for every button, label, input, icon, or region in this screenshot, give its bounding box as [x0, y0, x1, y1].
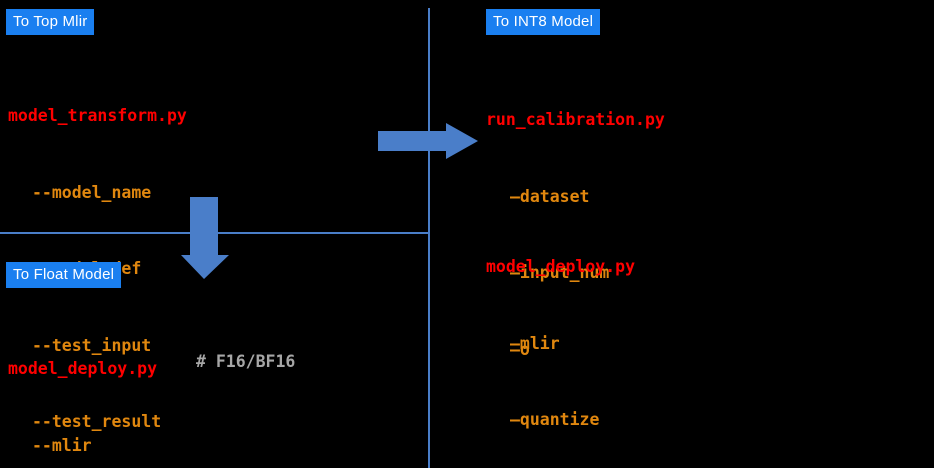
script-name: run_calibration.py	[486, 110, 665, 129]
cli-flag-text: —dataset	[510, 186, 590, 206]
cli-flag: —dataset	[486, 184, 665, 210]
cli-flag: --mlir	[8, 433, 191, 459]
vertical-divider	[428, 8, 430, 468]
script-name: model_deploy.py	[486, 257, 636, 276]
code-block-model-deploy-int8: model_deploy.py —mlir —quantize # —asymm…	[486, 203, 689, 468]
cli-flag: —input_num	[486, 260, 665, 286]
cli-flag-text: --test_input	[32, 335, 152, 355]
cli-flag-text: --test_result	[32, 412, 162, 431]
code-block-model-deploy-float: model_deploy.py --mlir --quantize --chip…	[8, 305, 191, 468]
cli-flag-text: —o	[510, 339, 530, 359]
code-block-run-calibration: run_calibration.py —dataset —input_num —…	[486, 56, 665, 413]
cli-flag-text: --mlir	[32, 435, 92, 455]
badge-to-int8-model: To INT8 Model	[486, 9, 601, 35]
badge-to-top-mlir: To Top Mlir	[6, 9, 95, 35]
arrow-right-icon	[378, 123, 478, 159]
cli-flag: --test_result	[8, 409, 187, 435]
inline-comment-f16-bf16: # F16/BF16	[196, 352, 296, 371]
cli-flag-text: —quantize	[510, 410, 600, 429]
cli-flag: —quantize	[486, 407, 689, 433]
script-name: model_transform.py	[8, 106, 187, 125]
script-name: model_deploy.py	[8, 359, 158, 378]
cli-flag: —o	[486, 337, 665, 363]
cli-flag-text: —mlir	[510, 333, 560, 353]
cli-flag: --test_input	[8, 333, 187, 359]
cli-flag: —mlir	[486, 331, 689, 357]
badge-to-float-model: To Float Model	[6, 262, 122, 288]
cli-flag: --model_name	[8, 180, 187, 206]
arrow-down-icon	[181, 197, 229, 279]
cli-flag-text: --model_name	[32, 182, 152, 202]
cli-flag-text: —input_num	[510, 263, 610, 282]
